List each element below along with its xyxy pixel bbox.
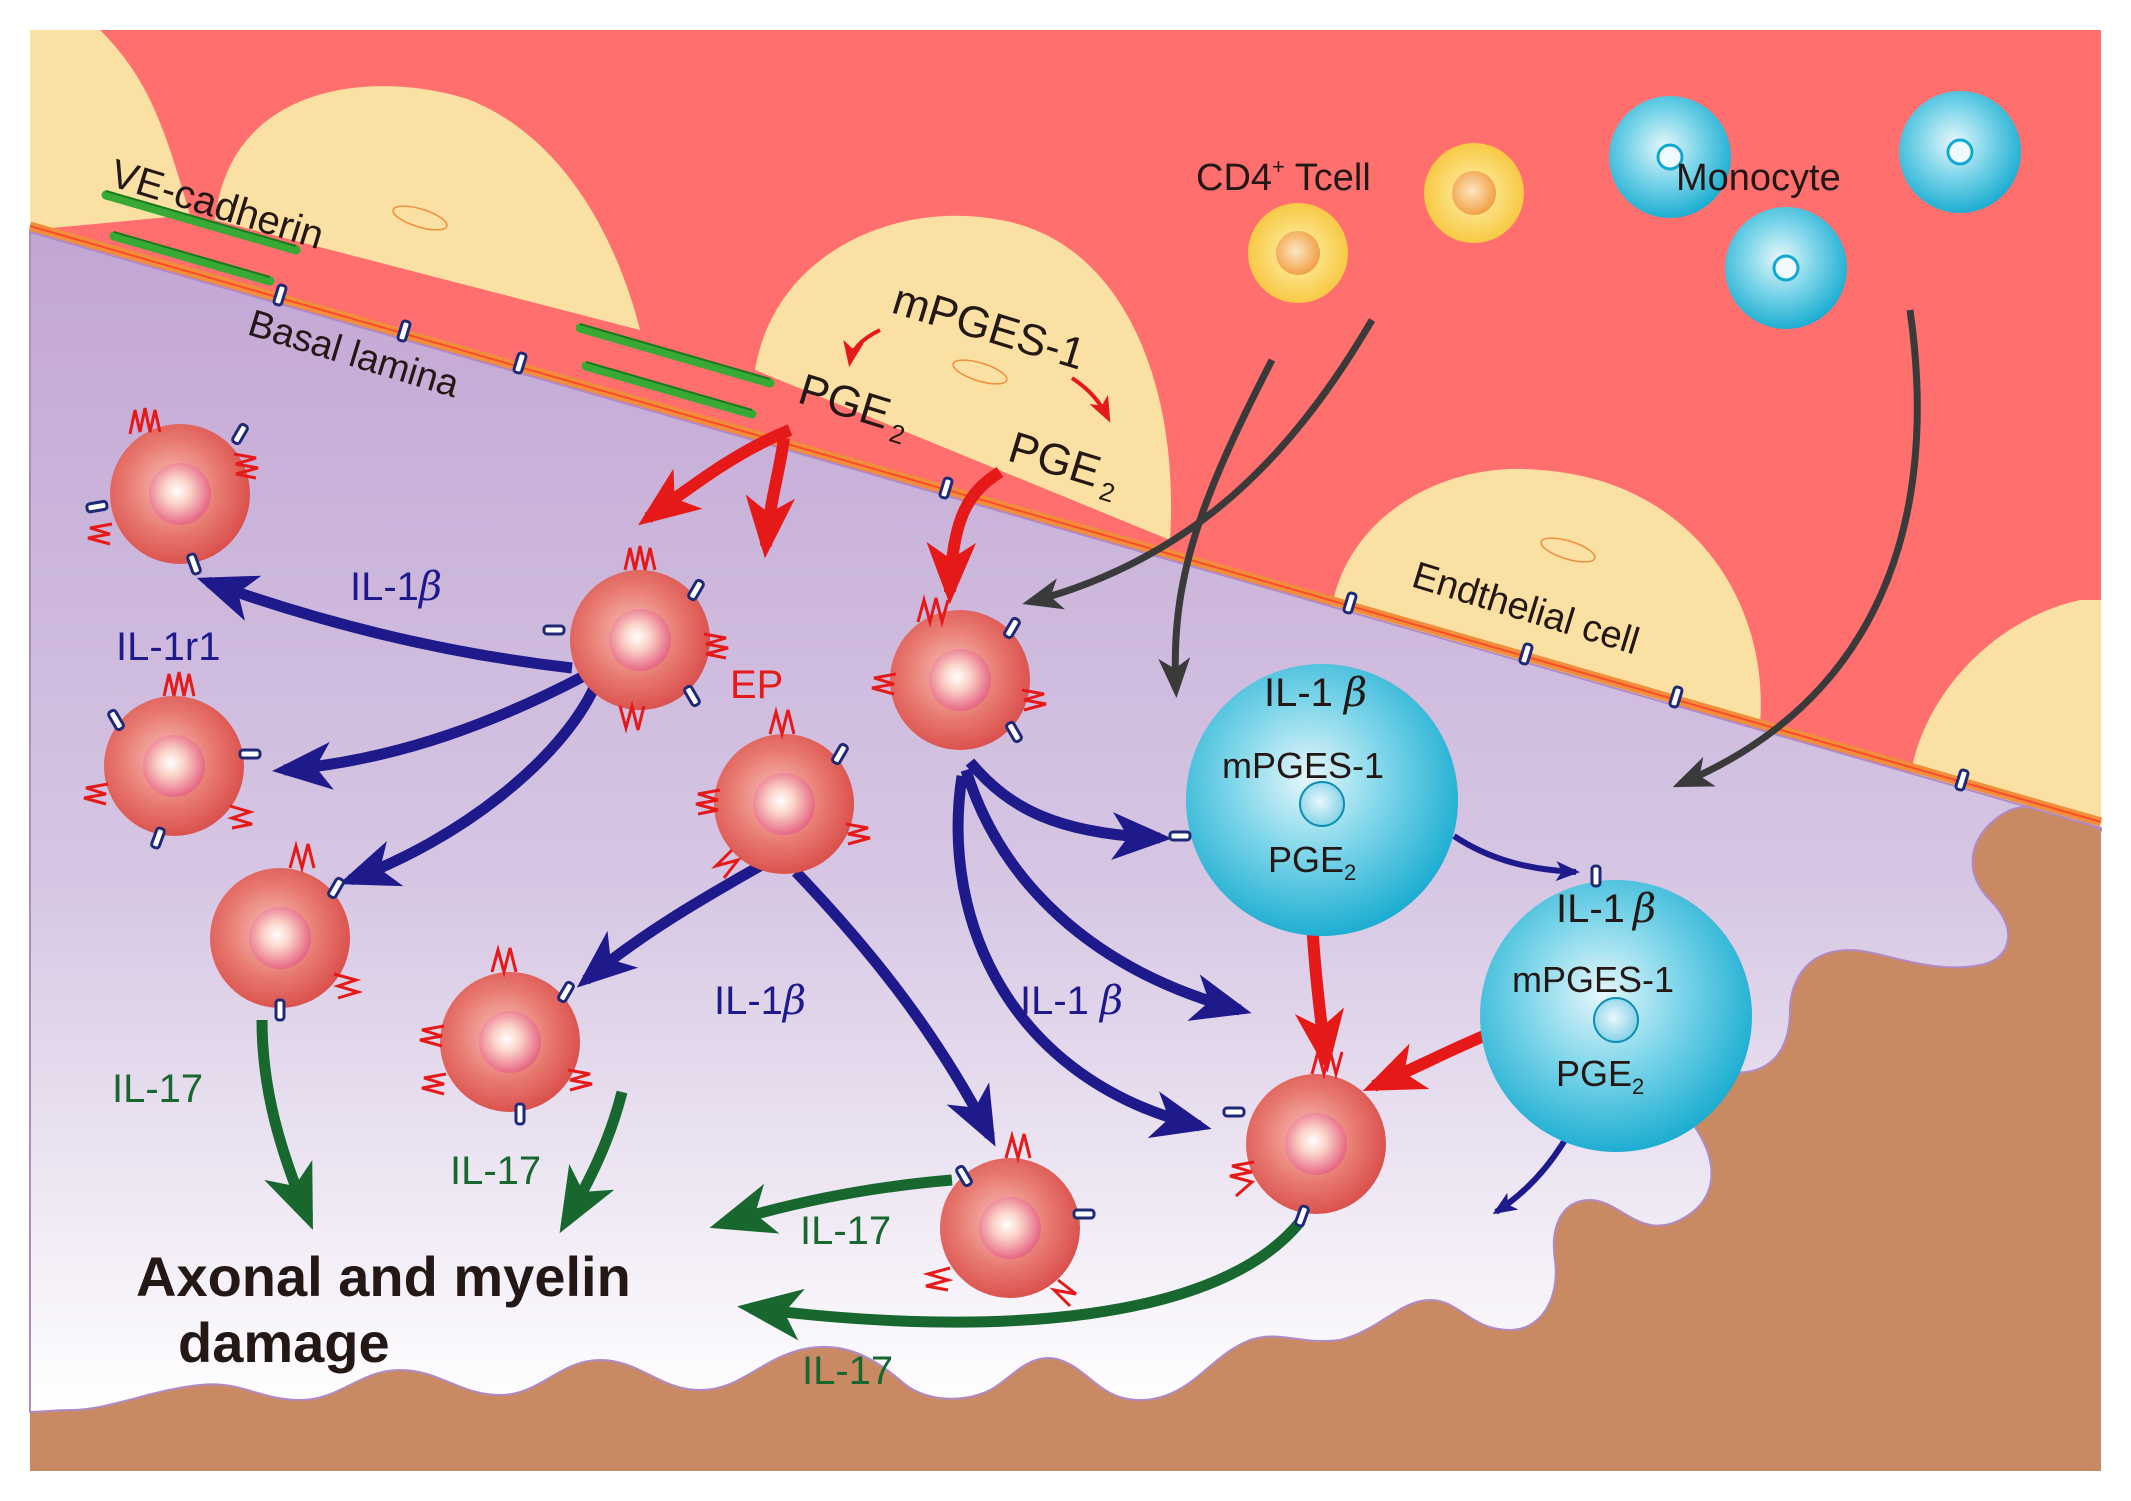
monocyte2-pge2-sub: 2 — [1632, 1074, 1644, 1099]
monocyte1-mpges1-label: mPGES-1 — [1222, 745, 1384, 786]
il17-label-center: IL-17 — [450, 1149, 541, 1193]
il1r1-label: IL-1r1 — [116, 625, 221, 669]
endothelial-cell-4 — [1330, 468, 1761, 725]
monocyte-migration-arrow — [1672, 309, 1921, 788]
tcell-text: Tcell — [1285, 157, 1371, 199]
monocyte2-il1b-beta: β — [1631, 886, 1656, 932]
monocyte2-pge2-label: PGE2 — [1556, 1053, 1644, 1099]
th17-cell-il1r1 — [83, 671, 262, 850]
monocyte-tissue-1 — [1168, 664, 1458, 936]
monocyte1-pge2-sub: 2 — [1344, 860, 1356, 885]
endothelial-nucleus-3 — [1540, 537, 1596, 563]
endothelial-nucleus-2 — [952, 359, 1008, 385]
il17-arrows — [256, 1019, 1305, 1341]
il1b-label-mid-right: IL-1 β — [1020, 978, 1123, 1024]
monocyte1-il1b-label: IL-1 β — [1264, 670, 1367, 716]
monocyte-blood-3 — [1725, 207, 1847, 329]
il1b-to-cell-left-arrow — [272, 671, 587, 790]
pge2-to-th17-c-arrow — [926, 466, 1004, 605]
il1b-label-top: IL-1β — [350, 564, 442, 610]
il1b-to-cell-lower-arrow — [338, 685, 599, 887]
endothelial-cell-1 — [30, 30, 190, 230]
th17-cell-il1b-source — [542, 545, 729, 734]
il17-label-right: IL-17 — [800, 1209, 891, 1253]
monocyte1-pge2-text: PGE — [1268, 839, 1344, 880]
ep-label: EP — [730, 663, 783, 707]
monocyte2-mpges1-label: mPGES-1 — [1512, 959, 1674, 1000]
il17-arrow-right — [709, 1174, 953, 1234]
il1b-label-mid-left: IL-1β — [714, 978, 806, 1024]
cd4-tcell-label: CD4+ Tcell — [1196, 154, 1371, 199]
mpges1-to-pge2-left-arrow — [843, 328, 881, 368]
th17c-to-mid-arrow — [960, 768, 1252, 1021]
il1b-mid-left-text: IL-1 — [714, 979, 783, 1023]
monocyte2-il1b-text: IL-1 — [1556, 887, 1625, 931]
mpges1-to-pge2-right-arrow — [1070, 376, 1111, 423]
il17-arrow-mid — [559, 1090, 628, 1234]
ep-cell-to-lower-arrow — [792, 868, 996, 1147]
ep-cell-to-left-arrow — [576, 861, 763, 988]
il1b-top-beta: β — [417, 564, 442, 610]
pge2-arrows — [637, 328, 1487, 1092]
il1b-mid-left-beta: β — [781, 978, 806, 1024]
il1b-mid-right-text: IL-1 — [1020, 979, 1100, 1023]
monocyte-tissue-2 — [1480, 864, 1752, 1152]
monocyte2-pge2-to-th17-arrow — [1362, 1030, 1487, 1092]
monocyte1-pge2-label: PGE2 — [1268, 839, 1356, 885]
th17c-to-bottom-arrow — [952, 775, 1212, 1138]
il17-label-bottom: IL-17 — [802, 1349, 893, 1393]
il1b-to-il1r1-arrow — [196, 575, 573, 674]
monocyte1-il1b-beta: β — [1342, 670, 1367, 716]
il17-arrow-bottom — [737, 1218, 1305, 1341]
endothelial-nucleus-1 — [392, 205, 448, 231]
migration-arrows — [1022, 309, 1921, 788]
monocyte1-to-monocyte2-arrow — [1452, 833, 1580, 882]
endothelial-cell-3 — [755, 215, 1172, 540]
th17-cells — [83, 407, 1386, 1308]
monocyte-blood-1 — [1609, 96, 1731, 218]
axonal-damage-label-line1: Axonal and myelin — [136, 1245, 631, 1308]
th17-cell-bottom-center — [922, 1130, 1096, 1308]
cd4-t-cell-1 — [1248, 203, 1348, 303]
tcell-migration-arrow-2 — [1158, 358, 1276, 698]
il1b-top-text: IL-1 — [350, 565, 419, 609]
pge2-to-th17-b-arrow — [745, 437, 796, 559]
cd4-superscript: + — [1272, 154, 1285, 179]
th17-cell-top-left — [85, 407, 259, 576]
ve-cadherin-junctions — [101, 190, 775, 419]
th17-cell-bottom-right — [1222, 1046, 1386, 1228]
cd4-text: CD4 — [1196, 157, 1272, 199]
monocyte-label: Monocyte — [1676, 157, 1841, 199]
il1b-mid-right-beta: β — [1098, 978, 1123, 1024]
monocyte-blood-2 — [1899, 91, 2021, 213]
il17-label-left: IL-17 — [112, 1067, 203, 1111]
th17-cell-mid-right — [871, 594, 1047, 750]
th17-cell-ep — [695, 706, 871, 879]
th17c-to-monocyte-arrow — [965, 758, 1172, 861]
lamina-receptors — [272, 283, 1970, 792]
pge2-to-th17-a-arrow — [637, 424, 793, 526]
th17-cell-lower-left — [210, 840, 364, 1022]
endothelial-cells — [30, 30, 2101, 835]
th17-cell-center — [419, 944, 593, 1126]
tcell-migration-arrow-1 — [1022, 318, 1376, 610]
axonal-damage-label-line2: damage — [178, 1311, 390, 1374]
monocyte2-pge2-text: PGE — [1556, 1053, 1632, 1094]
endothelial-cell-2 — [215, 86, 640, 330]
monocyte1-il1b-text: IL-1 — [1264, 671, 1344, 715]
il17-arrow-left — [256, 1019, 314, 1231]
cd4-t-cell-2 — [1424, 143, 1524, 243]
